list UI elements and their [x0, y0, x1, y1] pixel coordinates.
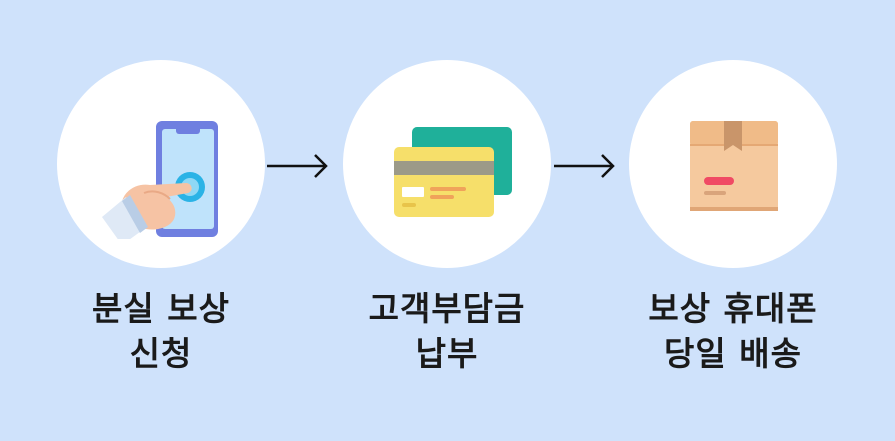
step-delivery: 보상 휴대폰 당일 배송: [623, 60, 843, 376]
step-deductible: 고객부담금 납부: [337, 60, 557, 376]
step-circle: [629, 60, 837, 268]
credit-card-icon: [394, 127, 512, 217]
arrow-right-icon: [554, 154, 615, 178]
package-box-icon: [690, 121, 778, 211]
step-label: 분실 보상 신청: [51, 286, 271, 376]
step-label-line1: 고객부담금: [368, 289, 526, 328]
step-circle: [343, 60, 551, 268]
step-loss-report: 분실 보상 신청: [51, 60, 271, 376]
step-label-line2: 당일 배송: [664, 334, 802, 373]
step-label-line1: 보상 휴대폰: [648, 289, 818, 328]
step-circle: [57, 60, 265, 268]
step-label: 보상 휴대폰 당일 배송: [623, 286, 843, 376]
step-label: 고객부담금 납부: [337, 286, 557, 376]
arrow-right-icon: [267, 154, 328, 178]
phone-tap-icon: [102, 121, 218, 239]
step-label-line2: 납부: [415, 334, 479, 373]
step-label-line2: 신청: [129, 334, 193, 373]
step-label-line1: 분실 보상: [92, 289, 230, 328]
